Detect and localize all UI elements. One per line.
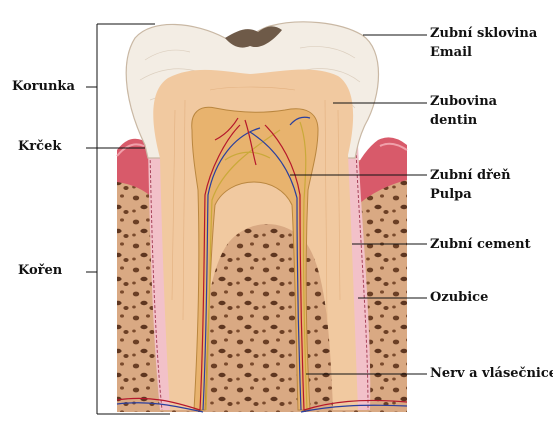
- label-pulp: Zubní dřeň Pulpa: [430, 166, 511, 204]
- label-neck: Krček: [18, 137, 61, 156]
- label-cementum: Zubní cement: [430, 235, 531, 254]
- label-gingiva: Ozubice: [430, 288, 488, 307]
- label-nerve: Nerv a vlásečnice: [430, 364, 553, 383]
- label-crown: Korunka: [12, 77, 75, 96]
- label-dentin: Zubovina dentin: [430, 92, 497, 130]
- label-enamel: Zubní sklovina Email: [430, 24, 537, 62]
- label-root: Kořen: [18, 261, 62, 280]
